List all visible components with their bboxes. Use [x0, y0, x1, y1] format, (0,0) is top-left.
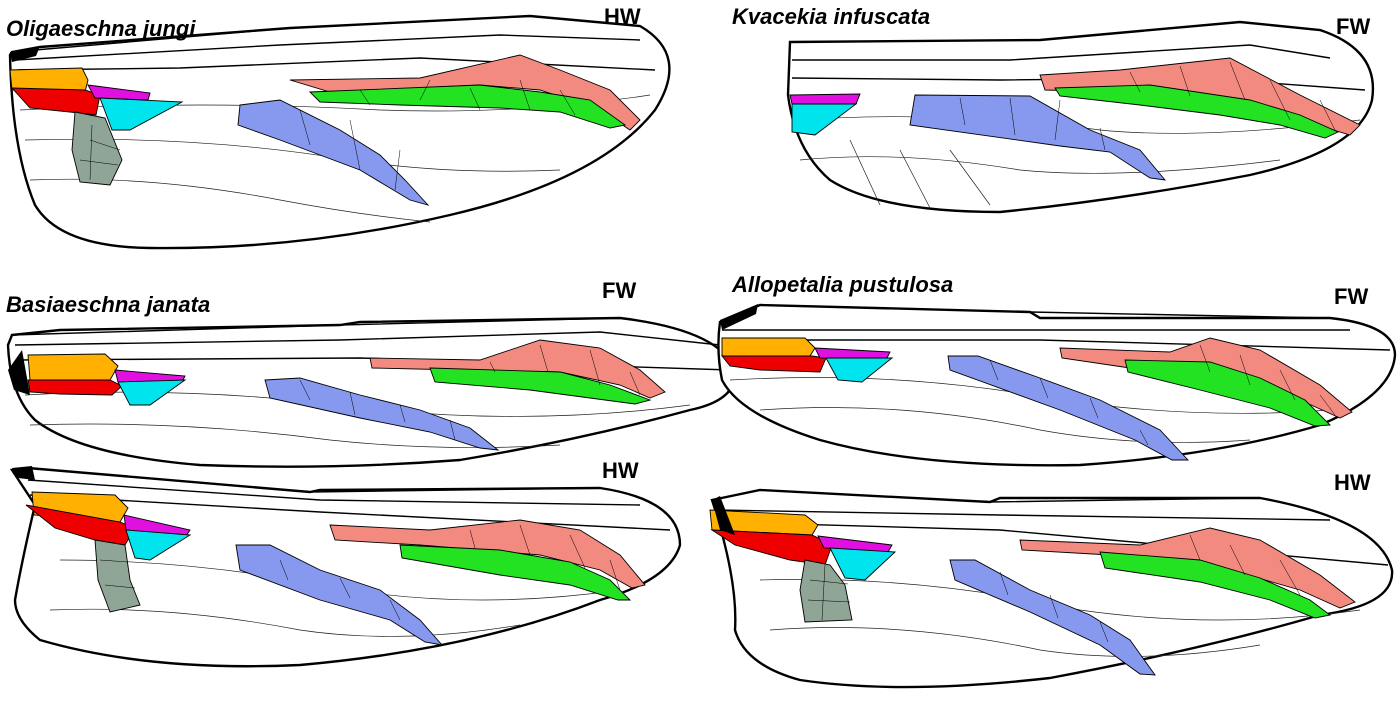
- red-cell-group: [10, 87, 101, 116]
- salmon-cell-group: [329, 519, 646, 589]
- subcosta-vein: [714, 509, 1331, 521]
- blue-cell-group: [949, 559, 1156, 676]
- cell-grid: [959, 61, 1336, 151]
- species-label: Basiaeschna janata: [6, 292, 210, 317]
- cyan-cell-group: [791, 103, 858, 136]
- vein-line: [849, 139, 991, 209]
- wing-base: [720, 304, 758, 330]
- cell-grid: [99, 524, 621, 621]
- orange-cell-group: [709, 509, 819, 536]
- vein-line: [49, 608, 521, 637]
- wing-label: FW: [602, 278, 636, 303]
- cyan-cell-group: [99, 97, 184, 131]
- costa-vein: [27, 467, 601, 493]
- wing-label: HW: [602, 458, 639, 483]
- wing-base: [12, 466, 35, 480]
- salmon-cell-group: [1019, 527, 1356, 609]
- wing-base: [712, 496, 735, 535]
- panel-kvacekia-fw: [786, 20, 1375, 214]
- subcosta-vein: [14, 331, 721, 346]
- species-label: Allopetalia pustulosa: [731, 272, 953, 297]
- cell-grid: [807, 534, 1301, 643]
- costa-vein: [11, 15, 641, 53]
- vein-line: [794, 116, 1361, 134]
- blue-cell-group: [264, 377, 500, 451]
- wing-label: FW: [1336, 14, 1370, 39]
- panel-basiaeschna-fw: [6, 316, 737, 468]
- panel-basiaeschna-hw: [9, 466, 682, 668]
- green-cell-group: [308, 84, 627, 129]
- subcosta-vein: [27, 479, 641, 506]
- wing-outline: [9, 466, 682, 668]
- costa-vein: [11, 317, 621, 336]
- cell-grid: [989, 344, 1336, 446]
- blue-cell-group: [947, 355, 1190, 461]
- species-label: Oligaeschna jungi: [6, 16, 196, 41]
- green-cell-group: [1099, 551, 1332, 619]
- panel-allopetalia-hw: [709, 488, 1394, 689]
- panel-allopetalia-fw: [717, 303, 1397, 467]
- blue-cell-group: [235, 544, 444, 646]
- orange-cell-group: [9, 67, 89, 93]
- green-cell-group: [429, 367, 652, 405]
- wing-label: FW: [1334, 284, 1368, 309]
- species-label: Kvacekia infuscata: [732, 4, 930, 29]
- cyan-cell-group: [825, 357, 894, 383]
- blue-cell-group: [909, 94, 1167, 181]
- radius-vein: [725, 339, 1391, 351]
- costa-vein: [711, 489, 1261, 503]
- vein-line: [759, 407, 1251, 443]
- red-cell-group: [27, 379, 123, 396]
- cyan-cell-group: [125, 529, 192, 561]
- wing-label: HW: [1334, 470, 1371, 495]
- cell-grid: [299, 344, 641, 441]
- wing-base: [10, 46, 40, 62]
- gray-cell-group: [71, 111, 123, 186]
- blue-cell-group: [237, 99, 430, 206]
- costa-vein: [789, 21, 1321, 43]
- magenta-cell-group: [789, 93, 861, 105]
- subcosta-vein: [792, 44, 1331, 61]
- cyan-cell-group: [117, 379, 187, 406]
- wing-label: HW: [604, 4, 641, 29]
- salmon-cell-group: [1059, 337, 1353, 419]
- cell-grid: [79, 79, 576, 191]
- green-cell-group: [399, 544, 632, 601]
- gray-cell-group: [94, 539, 141, 613]
- green-cell-group: [1124, 359, 1332, 427]
- vein-line: [759, 579, 1361, 621]
- green-cell-group: [1054, 84, 1340, 139]
- subcosta-vein: [14, 34, 641, 61]
- cyan-cell-group: [829, 547, 897, 581]
- red-cell-group: [721, 355, 827, 373]
- gray-cell-group: [799, 559, 853, 623]
- vein-line: [799, 156, 1281, 174]
- orange-cell-group: [721, 337, 816, 357]
- radius-vein: [29, 494, 671, 531]
- wing-base: [8, 350, 30, 395]
- orange-cell-group: [27, 353, 119, 381]
- panel-oligaeschna-hw: [8, 14, 671, 250]
- vein-line: [769, 627, 1261, 657]
